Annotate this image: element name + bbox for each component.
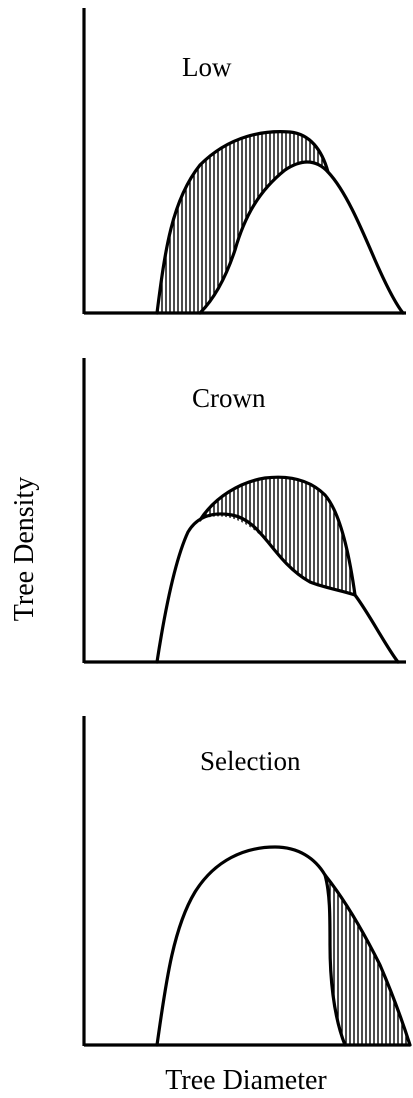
panel-label-selection: Selection	[200, 746, 301, 776]
panel-crown: Crown	[82, 358, 406, 664]
panel-label-low: Low	[182, 52, 232, 82]
removed-region-selection	[325, 875, 410, 1045]
panel-low: Low	[82, 8, 406, 315]
x-axis-label: Tree Diameter	[165, 1065, 327, 1096]
pre-thinning-tail-selection	[323, 873, 412, 1047]
pre-thinning-curve-crown	[198, 475, 357, 597]
post-thinning-curve-low	[198, 160, 405, 315]
removed-region-crown	[200, 477, 355, 595]
y-axis-label: Tree Density	[9, 477, 40, 621]
panel-label-crown: Crown	[192, 383, 266, 413]
post-thinning-curve-crown	[155, 512, 400, 664]
post-thinning-curve-selection	[155, 845, 347, 1047]
pre-thinning-curve-low	[155, 130, 330, 315]
panel-selection: Selection	[82, 716, 412, 1047]
removed-region-low	[157, 131, 328, 313]
